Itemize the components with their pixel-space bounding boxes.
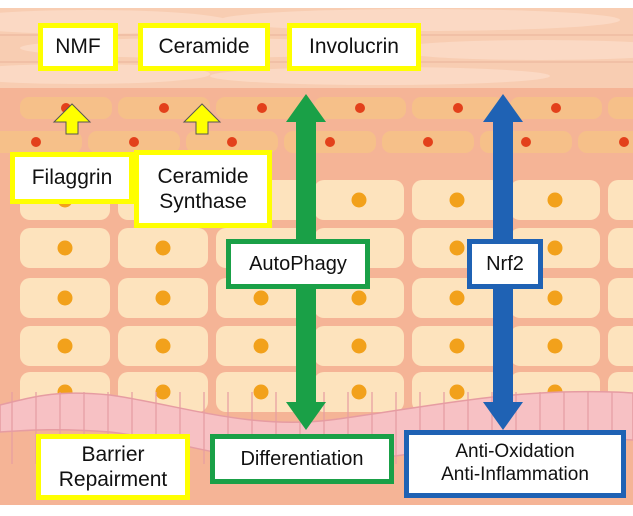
label-ceramide-synthase-line2: Synthase — [159, 190, 247, 213]
granular-cell-nucleus — [159, 103, 169, 113]
spinous-cell-nucleus — [155, 240, 171, 256]
granular-cell-nucleus — [227, 137, 237, 147]
label-involucrin-text: Involucrin — [309, 35, 399, 59]
up-arrow-icon — [182, 103, 222, 135]
spinous-cell-nucleus — [547, 192, 563, 208]
spinous-cell-nucleus — [547, 338, 563, 354]
granular-cell — [578, 131, 633, 153]
label-barrier-repairment: Barrier Repairment — [36, 434, 190, 500]
spinous-cell-nucleus — [155, 338, 171, 354]
spinous-cell-nucleus — [155, 290, 171, 306]
spinous-cell-nucleus — [253, 290, 269, 306]
spinous-cell-nucleus — [57, 240, 73, 256]
granular-cell-nucleus — [355, 103, 365, 113]
spinous-cell — [608, 228, 633, 268]
granular-cell — [608, 97, 633, 119]
up-arrow-icon — [52, 103, 92, 135]
label-autophagy: AutoPhagy — [226, 239, 370, 289]
label-anti-oxidation-inflammation: Anti-Oxidation Anti-Inflammation — [404, 430, 626, 498]
label-barrier-line1: Barrier — [81, 442, 145, 466]
spinous-cell-nucleus — [449, 384, 465, 400]
spinous-cell-nucleus — [57, 338, 73, 354]
label-ceramide: Ceramide — [138, 23, 270, 71]
label-filaggrin: Filaggrin — [10, 152, 134, 204]
spinous-cell-nucleus — [57, 290, 73, 306]
spinous-cell-nucleus — [253, 384, 269, 400]
label-differentiation-text: Differentiation — [240, 448, 364, 470]
spinous-cell-nucleus — [449, 290, 465, 306]
spinous-cell-nucleus — [449, 338, 465, 354]
label-nrf2: Nrf2 — [467, 239, 543, 289]
granular-cell-nucleus — [521, 137, 531, 147]
spinous-cell-nucleus — [351, 338, 367, 354]
spinous-cell — [608, 326, 633, 366]
spinous-cell-nucleus — [351, 290, 367, 306]
spinous-cell — [608, 278, 633, 318]
label-nmf: NMF — [38, 23, 118, 71]
label-ceramide-text: Ceramide — [158, 35, 250, 59]
spinous-cell-nucleus — [449, 192, 465, 208]
granular-cell-nucleus — [551, 103, 561, 113]
spinous-cell-nucleus — [547, 240, 563, 256]
spinous-cell-nucleus — [155, 384, 171, 400]
spinous-cell-nucleus — [351, 192, 367, 208]
granular-cell-nucleus — [129, 137, 139, 147]
label-autophagy-text: AutoPhagy — [249, 253, 347, 275]
spinous-cell — [608, 180, 633, 220]
label-anti-inflammation-text: Anti-Inflammation — [441, 464, 589, 485]
label-ceramide-synthase: Ceramide Synthase — [134, 150, 272, 228]
granular-cell-nucleus — [31, 137, 41, 147]
spinous-cell-nucleus — [449, 240, 465, 256]
label-ceramide-synthase-line1: Ceramide — [157, 164, 249, 188]
label-filaggrin-text: Filaggrin — [31, 166, 113, 190]
label-differentiation: Differentiation — [210, 434, 394, 484]
label-nmf-text: NMF — [55, 35, 101, 59]
spinous-cell-nucleus — [253, 338, 269, 354]
label-barrier-line2: Repairment — [58, 468, 168, 491]
granular-cell-nucleus — [325, 137, 335, 147]
granular-cell-nucleus — [619, 137, 629, 147]
spinous-cell-nucleus — [547, 290, 563, 306]
label-involucrin: Involucrin — [287, 23, 421, 71]
spinous-cell-nucleus — [351, 384, 367, 400]
label-anti-oxidation-text: Anti-Oxidation — [455, 441, 575, 463]
granular-cell-nucleus — [257, 103, 267, 113]
granular-cell-nucleus — [423, 137, 433, 147]
granular-cell-nucleus — [453, 103, 463, 113]
label-nrf2-text: Nrf2 — [486, 253, 524, 275]
